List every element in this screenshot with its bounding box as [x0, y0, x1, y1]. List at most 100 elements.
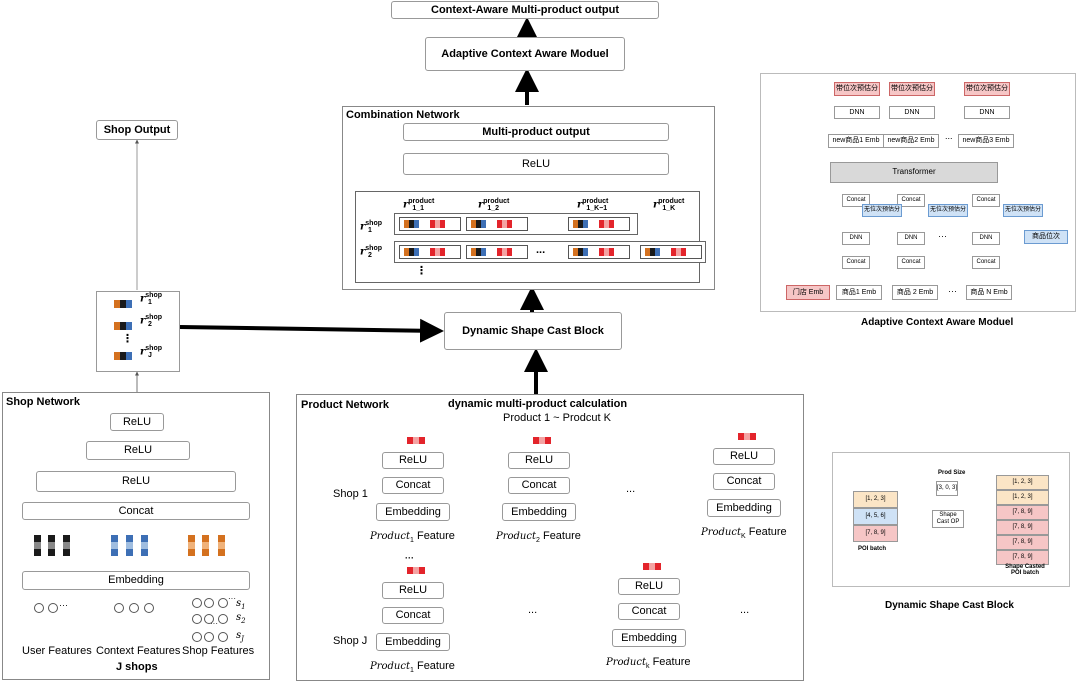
comb-strip-prod-r2-3	[671, 248, 686, 256]
context-emb-bar-2	[141, 535, 148, 556]
acam-concat-top-2: Concat	[972, 194, 1000, 207]
acam-goods-emb-0: 商品1 Emb	[836, 285, 882, 300]
shop-relu-1: ReLU	[110, 413, 164, 431]
acam-concat-bottom-0: Concat	[842, 256, 870, 269]
comb-row2-dots: ...	[536, 244, 546, 256]
product-shop1-p2-concat: Concat	[508, 477, 570, 494]
dynamic-calc-title: dynamic multi-product calculation	[448, 398, 628, 410]
acam-top-dnn-2: DNN	[964, 106, 1010, 119]
product-shop1-p1-embedding: Embedding	[376, 503, 450, 521]
comb-strip-prod-r2-1	[497, 248, 512, 256]
acam-nopos-0: 无位次预估分	[862, 204, 902, 217]
shop-rep-strip-1	[114, 322, 132, 330]
product-shop1-pK-concat: Concat	[713, 473, 775, 490]
acam-store-emb: 门店 Emb	[786, 285, 830, 300]
product-shop1-p1-concat: Concat	[382, 477, 444, 494]
shop-emb-bar-1	[202, 535, 209, 556]
comb-strip-prod-r1-1	[497, 220, 512, 228]
acam-nopos-1: 无位次预估分	[928, 204, 968, 217]
shop-network-panel: Shop Network	[2, 392, 270, 680]
dscb-caption: Dynamic Shape Cast Block	[885, 600, 1014, 611]
comb-strip-prod-r2-0	[430, 248, 445, 256]
comb-strip-shop-r1-0	[404, 220, 419, 228]
r-product-1-2-label: rproduct1_2	[478, 198, 510, 213]
acam-new-emb-0: new商品1 Emb	[828, 134, 884, 148]
shop-emb-bar-0	[188, 535, 195, 556]
product-shopJ-pk-relu: ReLU	[618, 578, 680, 595]
acam-new-emb-2: new商品3 Emb	[958, 134, 1014, 148]
shop-output-box: Shop Output	[96, 120, 178, 140]
product-shopJ-pk-feature-label: Productk Feature	[606, 656, 691, 671]
acam-top-dnn-1: DNN	[889, 106, 935, 119]
dscb-casted-row-3: [7, 8, 9]	[996, 520, 1049, 535]
adaptive-context-aware-module-box: Adaptive Context Aware Moduel	[425, 37, 625, 71]
product-shop1-p2-feature-label: Product2 Feature	[496, 530, 581, 545]
acam-bottom-dots: ···	[948, 286, 957, 296]
user-emb-bar-1	[48, 535, 55, 556]
dscb-shape-cast-op: Shape Cast OP	[932, 510, 964, 528]
r-shop-out-1: rshop1	[140, 292, 163, 307]
acam-top-dnn-0: DNN	[834, 106, 880, 119]
shop1-row-label: Shop 1	[333, 488, 368, 500]
acam-position-box: 商品位次	[1024, 230, 1068, 244]
shop-input-vdots: ···	[210, 619, 218, 628]
dscb-poi-batch-label: POI batch	[858, 546, 887, 552]
context-emb-bar-0	[111, 535, 118, 556]
r-product-1-Km1-label: rproduct1_K−1	[577, 198, 609, 213]
product-dots-row2b: ...	[740, 604, 750, 616]
dscb-casted-row-4: [7, 8, 9]	[996, 535, 1049, 550]
shop-input-circle-r2-2	[218, 614, 228, 624]
context-aware-output-box: Context-Aware Multi-product output	[391, 1, 659, 19]
product-shop1-p2-output-strip	[533, 437, 551, 444]
acam-output-0: 带位次预估分	[834, 82, 880, 96]
shop-network-title: Shop Network	[6, 396, 80, 408]
dscb-casted-row-2: [7, 8, 9]	[996, 505, 1049, 520]
shop-rep-strip-0	[114, 300, 132, 308]
dscb-casted-row-1: [1, 2, 3]	[996, 490, 1049, 505]
product-shopJ-p1-concat: Concat	[382, 607, 444, 624]
shop-input-circle-r2-1	[204, 614, 214, 624]
shop-relu-3: ReLU	[36, 471, 236, 492]
dscb-poi-row-0: [1, 2, 3]	[853, 491, 898, 508]
r-shop-1-label: rshop1	[360, 220, 383, 235]
acam-new-dots: ...	[945, 131, 953, 141]
comb-strip-prod-r1-0	[430, 220, 445, 228]
acam-concat-top-1: Concat	[897, 194, 925, 207]
product-shopJ-p1-embedding: Embedding	[376, 633, 450, 651]
comb-strip-shop-r1-1	[471, 220, 486, 228]
comb-strip-prod-r1-2	[599, 220, 614, 228]
context-input-circle-2	[144, 603, 154, 613]
acam-mid-dnn-0: DNN	[842, 232, 870, 245]
shop-input-circle-r1-1	[204, 598, 214, 608]
product-shopJ-p1-output-strip	[407, 567, 425, 574]
r-shop-2-label: rshop2	[360, 245, 383, 260]
shop-concat: Concat	[22, 502, 250, 520]
shop-emb-bar-2	[218, 535, 225, 556]
dynamic-shape-cast-block-box: Dynamic Shape Cast Block	[444, 312, 622, 350]
product-shop1-p1-feature-label: Product1 Feature	[370, 530, 455, 545]
combination-relu-box: ReLU	[403, 153, 669, 175]
context-emb-bar-1	[126, 535, 133, 556]
context-features-label: Context Features	[96, 645, 181, 657]
combination-matrix	[355, 191, 700, 283]
product-shop1-p2-relu: ReLU	[508, 452, 570, 469]
product-dots-row2a: ...	[528, 604, 538, 616]
shop-input-circle-r2-0	[192, 614, 202, 624]
shop-output-representation-panel	[96, 291, 180, 372]
dscb-poi-row-1: [4, 5, 6]	[853, 508, 898, 525]
s1-label: s1	[236, 598, 246, 611]
product-range-label: Product 1 ~ Prodcut K	[503, 412, 611, 424]
acam-concat-top-0: Concat	[842, 194, 870, 207]
shop-input-dots-r1: ···	[228, 594, 236, 603]
user-features-label: User Features	[22, 645, 92, 657]
acam-concat-bottom-2: Concat	[972, 256, 1000, 269]
acam-nopos-2: 无位次预估分	[1003, 204, 1043, 217]
shop-output-vdots: ⋮	[122, 333, 133, 345]
product-shop1-pK-embedding: Embedding	[707, 499, 781, 517]
product-shopJ-p1-feature-label: Product1 Feature	[370, 660, 455, 675]
acam-output-1: 带位次预估分	[889, 82, 935, 96]
product-shop1-p1-relu: ReLU	[382, 452, 444, 469]
product-shop1-pK-output-strip	[738, 433, 756, 440]
shop-input-circle-r1-0	[192, 598, 202, 608]
dscb-poi-row-2: [7, 8, 9]	[853, 525, 898, 542]
